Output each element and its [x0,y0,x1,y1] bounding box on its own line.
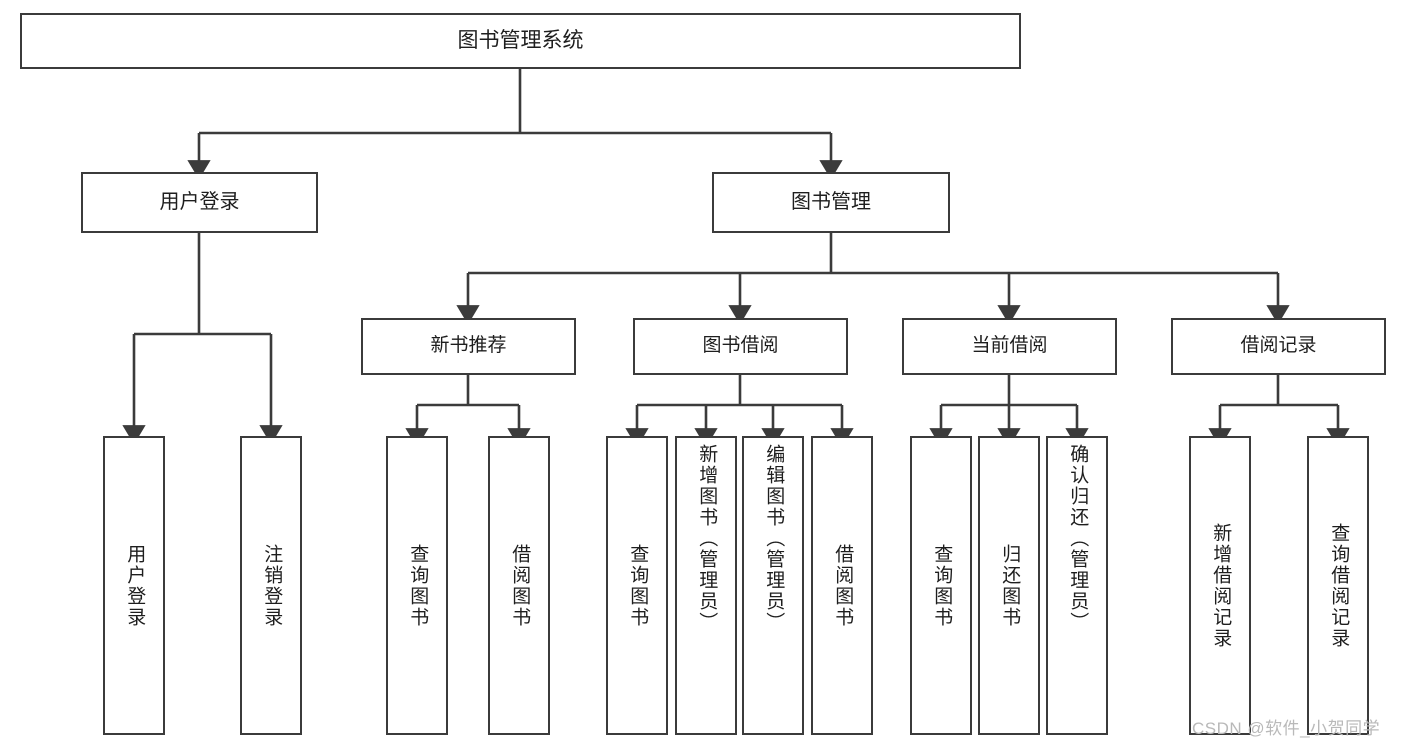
leaf-newbook-borrow-book[interactable]: 借阅图书 [488,436,550,735]
node-current-borrow[interactable]: 当前借阅 [902,318,1117,375]
leaf-current-return-book[interactable]: 归还图书 [978,436,1040,735]
leaf-label: 借阅图书 [509,543,531,628]
leaf-current-confirm-return-admin[interactable]: 确认归还（管理员） [1046,436,1108,735]
leaf-newbook-query-book[interactable]: 查询图书 [386,436,448,735]
node-borrow-records[interactable]: 借阅记录 [1171,318,1386,375]
leaf-label: 查询图书 [627,543,649,628]
leaf-label: 编辑图书（管理员） [763,444,785,633]
csdn-watermark: CSDN @软件_小贺同学 [1192,719,1381,738]
leaf-current-query-book[interactable]: 查询图书 [910,436,972,735]
leaf-records-add-record[interactable]: 新增借阅记录 [1189,436,1251,735]
leaf-label: 确认归还（管理员） [1067,444,1089,633]
leaf-label: 新增借阅记录 [1210,522,1232,649]
node-root-system[interactable]: 图书管理系统 [20,13,1021,69]
leaf-borrow-edit-book-admin[interactable]: 编辑图书（管理员） [742,436,804,735]
leaf-records-query-record[interactable]: 查询借阅记录 [1307,436,1369,735]
leaf-user-logout[interactable]: 注销登录 [240,436,302,735]
node-new-book-recommend[interactable]: 新书推荐 [361,318,576,375]
leaf-label: 注销登录 [261,543,283,628]
leaf-label: 查询图书 [407,543,429,628]
leaf-label: 查询借阅记录 [1328,522,1350,649]
leaf-label: 借阅图书 [832,543,854,628]
leaf-borrow-lend-book[interactable]: 借阅图书 [811,436,873,735]
node-user-login[interactable]: 用户登录 [81,172,318,233]
leaf-label: 用户登录 [124,543,146,628]
leaf-user-login[interactable]: 用户登录 [103,436,165,735]
leaf-borrow-add-book-admin[interactable]: 新增图书（管理员） [675,436,737,735]
leaf-borrow-query-book[interactable]: 查询图书 [606,436,668,735]
leaf-label: 查询图书 [931,543,953,628]
leaf-label: 新增图书（管理员） [696,444,718,633]
node-book-management[interactable]: 图书管理 [712,172,950,233]
leaf-label: 归还图书 [999,543,1021,628]
node-book-borrow[interactable]: 图书借阅 [633,318,848,375]
